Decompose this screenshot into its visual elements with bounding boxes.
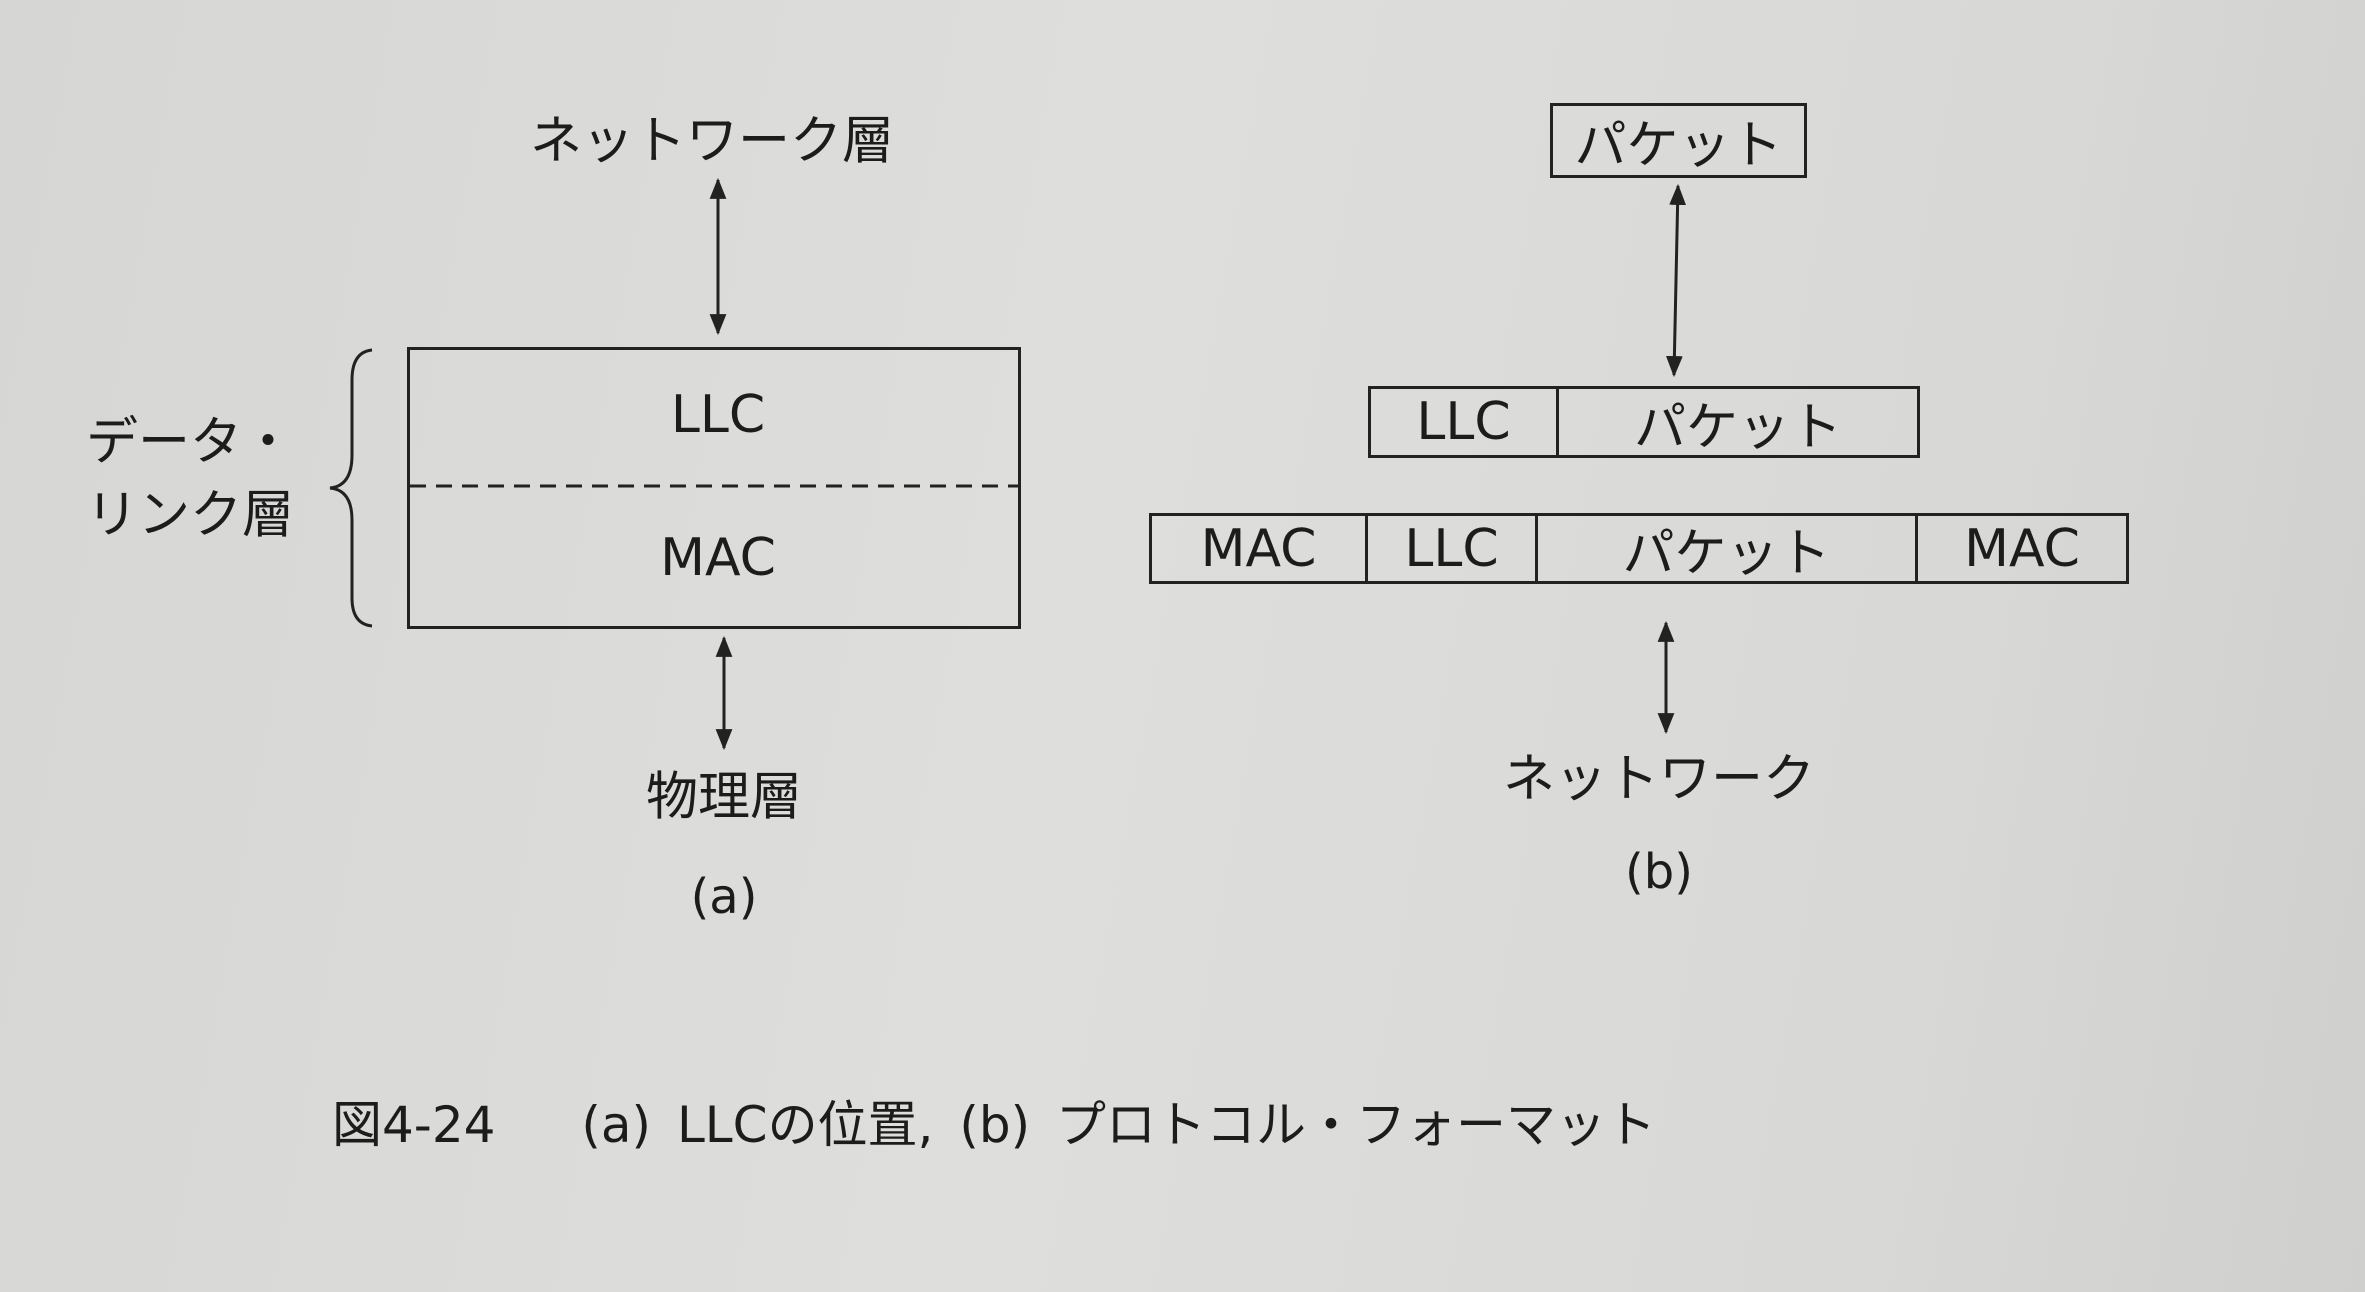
mac-trailer-cell: MAC xyxy=(1964,518,2080,579)
caption-text: (a) LLCの位置, (b) プロトコル・フォーマット xyxy=(581,1096,1656,1154)
subfigure-b-label: (b) xyxy=(1625,844,1693,900)
network-layer-label: ネットワーク層 xyxy=(529,111,895,172)
packet-cell: パケット xyxy=(1633,397,1842,458)
figure-caption: 図4-24 (a) LLCの位置, (b) プロトコル・フォーマット xyxy=(332,1085,1656,1157)
subfigure-a-label: (a) xyxy=(690,869,758,925)
llc-sublayer-label: LLC xyxy=(670,385,766,445)
datalink-label-line1: データ・ xyxy=(85,412,295,473)
mac-frame-row: MAC LLC パケット MAC xyxy=(1149,513,2129,584)
datalink-label-line2: リンク層 xyxy=(85,485,295,546)
llc-frame-row: LLC パケット xyxy=(1368,386,1920,458)
figure-number: 図4-24 xyxy=(332,1096,496,1154)
physical-layer-label: 物理層 xyxy=(645,767,803,828)
datalink-layer-box xyxy=(407,347,1021,629)
packet-box: パケット xyxy=(1550,103,1807,178)
llc-header-cell: LLC xyxy=(1368,516,1538,581)
packet-cell: パケット xyxy=(1538,516,1918,584)
mac-sublayer-label: MAC xyxy=(660,528,776,588)
llc-header-cell: LLC xyxy=(1371,389,1559,455)
brace-icon xyxy=(329,348,373,628)
network-label: ネットワーク xyxy=(1502,749,1816,810)
arrow-packet-to-llc xyxy=(1666,183,1686,378)
mac-header-cell: MAC xyxy=(1152,516,1368,581)
